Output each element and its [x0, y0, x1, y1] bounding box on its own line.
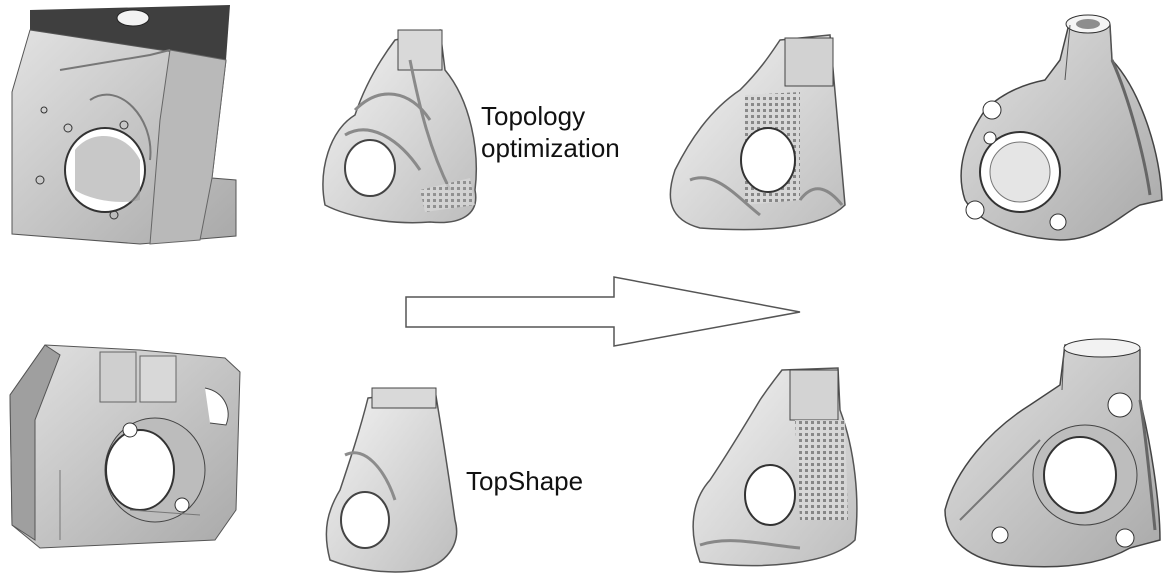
- topshape-label: TopShape: [466, 465, 583, 497]
- topology-optimized-shape-top: [323, 30, 476, 223]
- lattice-hybrid-shape-bottom: [693, 368, 857, 566]
- topology-optimization-label: Topology optimization: [481, 100, 620, 164]
- topology-label-line2: optimization: [481, 132, 620, 164]
- final-knuckle-bottom: [945, 339, 1160, 567]
- topology-label-line1: Topology: [481, 100, 620, 132]
- process-arrow: [406, 277, 800, 346]
- final-knuckle-top: [961, 15, 1162, 240]
- topshape-organic-shape-bottom: [326, 388, 456, 572]
- design-space-block-top: [12, 5, 236, 244]
- design-space-block-bottom: [10, 345, 240, 548]
- lattice-hybrid-shape-top: [670, 35, 845, 230]
